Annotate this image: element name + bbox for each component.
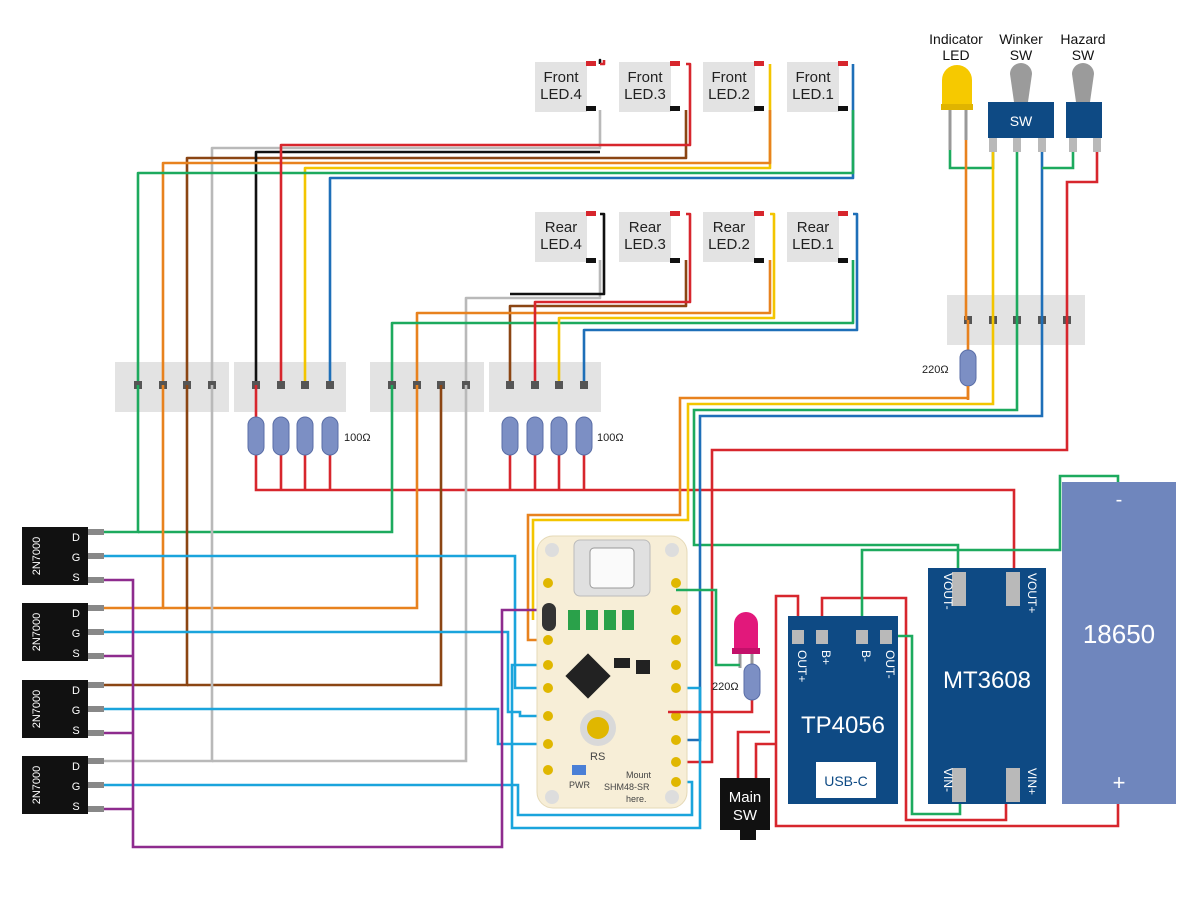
battery-name: 18650 — [1083, 619, 1155, 649]
front-led-row: Front LED.4 Front LED.3 Front LED.2 Fron… — [535, 61, 848, 112]
mcu-mount-text3: here. — [626, 794, 647, 804]
mosfet-3-pin-d: D — [72, 685, 80, 697]
mt3608-module: VOUT- VOUT+ VIN- VIN+ MT3608 — [928, 568, 1046, 804]
winker-label-1: Winker — [999, 31, 1043, 47]
mosfet-2-pin-d: D — [72, 608, 80, 620]
resistor-100-right-label: 100Ω — [597, 432, 624, 444]
front-led-1-line1: Front — [795, 69, 831, 86]
mosfet-2-pin-s: S — [72, 648, 79, 660]
tp4056-pin-out-minus: OUT- — [883, 650, 897, 679]
rear-led-4-line1: Rear — [545, 219, 578, 236]
power-wires — [736, 474, 1120, 828]
mosfet-4-pin-g: G — [72, 781, 81, 793]
mosfet-4: 2N7000 D G S — [22, 756, 104, 814]
tp4056-pin-out-plus: OUT+ — [795, 650, 809, 682]
rear-led-2-line2: LED.2 — [708, 236, 750, 253]
main-sw-line1: Main — [729, 789, 762, 806]
battery-plus: + — [1113, 770, 1126, 795]
mcu-pwr-label: PWR — [569, 780, 590, 790]
rear-led-4-line2: LED.4 — [540, 236, 582, 253]
hazard-switch — [1066, 63, 1102, 152]
tp4056-module: OUT+ B+ B- OUT- TP4056 USB-C — [788, 616, 898, 804]
mcu-wires — [526, 320, 1069, 764]
front-led-2-line1: Front — [711, 69, 747, 86]
mt3608-name: MT3608 — [943, 667, 1031, 694]
mt3608-vout-minus: VOUT- — [941, 573, 955, 610]
rear-led-1-line1: Rear — [797, 219, 830, 236]
tp4056-usb-label: USB-C — [824, 773, 868, 789]
mosfet-group: 2N7000 D G S 2N7000 D G S 2N7000 D G S 2… — [22, 527, 104, 814]
mosfet-4-pin-d: D — [72, 761, 80, 773]
upper-wires — [136, 58, 859, 385]
indicator-label-1: Indicator — [929, 31, 983, 47]
mcu-rs-label: RS — [590, 751, 605, 763]
front-led-1: Front LED.1 — [787, 61, 848, 112]
front-led-3: Front LED.3 — [619, 61, 680, 112]
mosfet-4-pin-s: S — [72, 801, 79, 813]
tp4056-pin-b-plus: B+ — [819, 650, 833, 665]
hazard-label-1: Hazard — [1060, 31, 1105, 47]
mosfet-1: 2N7000 D G S — [22, 527, 104, 585]
mosfet-3: 2N7000 D G S — [22, 680, 104, 738]
mosfet-4-label: 2N7000 — [31, 766, 43, 805]
status-led: 220Ω — [668, 588, 761, 714]
indicator-led — [941, 65, 973, 150]
battery-18650: 18650 - + — [1062, 482, 1176, 804]
front-led-2: Front LED.2 — [703, 61, 764, 112]
mt3608-vin-plus: VIN+ — [1025, 768, 1039, 795]
winker-switch: SW — [988, 63, 1054, 152]
mosfet-1-label: 2N7000 — [31, 537, 43, 576]
mosfet-3-pin-g: G — [72, 705, 81, 717]
rear-led-3-line2: LED.3 — [624, 236, 666, 253]
mosfet-2-pin-g: G — [72, 628, 81, 640]
battery-minus: - — [1116, 489, 1123, 511]
front-led-3-line2: LED.3 — [624, 86, 666, 103]
resistor-220-top-label: 220Ω — [922, 364, 949, 376]
tp4056-pin-b-minus: B- — [859, 650, 873, 662]
front-led-4: Front LED.4 — [535, 61, 596, 112]
mosfet-wires — [104, 385, 702, 849]
mt3608-vin-minus: VIN- — [941, 768, 955, 792]
rear-led-1-line2: LED.1 — [792, 236, 834, 253]
main-sw-line2: SW — [733, 807, 758, 824]
rear-led-row: Rear LED.4 Rear LED.3 Rear LED.2 Rear LE… — [535, 211, 848, 263]
rear-led-3: Rear LED.3 — [619, 211, 680, 263]
resistor-100-left-label: 100Ω — [344, 432, 371, 444]
mosfet-2-label: 2N7000 — [31, 613, 43, 652]
mosfet-1-pin-d: D — [72, 532, 80, 544]
rear-led-3-line1: Rear — [629, 219, 662, 236]
switch-area: Indicator LED Winker SW Hazard SW SW — [922, 31, 1106, 400]
front-led-1-line2: LED.1 — [792, 86, 834, 103]
hazard-label-2: SW — [1072, 47, 1095, 63]
mosfet-3-label: 2N7000 — [31, 690, 43, 729]
indicator-label-2: LED — [942, 47, 969, 63]
resistor-220-mid-label: 220Ω — [712, 681, 739, 693]
front-led-3-line1: Front — [627, 69, 663, 86]
main-switch: Main SW — [720, 778, 770, 840]
resistors-100-left: 100Ω 100Ω — [247, 385, 1016, 570]
winker-sw-body-label: SW — [1010, 113, 1033, 129]
mcu-mount-text2: SHM48-SR — [604, 782, 650, 792]
mcu-board: RS PWR Mount SHM48-SR here. — [536, 535, 688, 809]
rear-led-2: Rear LED.2 — [703, 211, 764, 263]
rear-led-2-line1: Rear — [713, 219, 746, 236]
mcu-mount-text1: Mount — [626, 770, 652, 780]
front-led-4-line1: Front — [543, 69, 579, 86]
mt3608-vout-plus: VOUT+ — [1025, 573, 1039, 613]
mosfet-2: 2N7000 D G S — [22, 603, 104, 661]
tp4056-name: TP4056 — [801, 712, 885, 739]
mosfet-1-pin-s: S — [72, 572, 79, 584]
rear-led-4: Rear LED.4 — [535, 211, 596, 263]
rear-led-1: Rear LED.1 — [787, 211, 848, 263]
mosfet-1-pin-g: G — [72, 552, 81, 564]
mosfet-3-pin-s: S — [72, 725, 79, 737]
front-led-2-line2: LED.2 — [708, 86, 750, 103]
winker-label-2: SW — [1010, 47, 1033, 63]
front-led-4-line2: LED.4 — [540, 86, 582, 103]
